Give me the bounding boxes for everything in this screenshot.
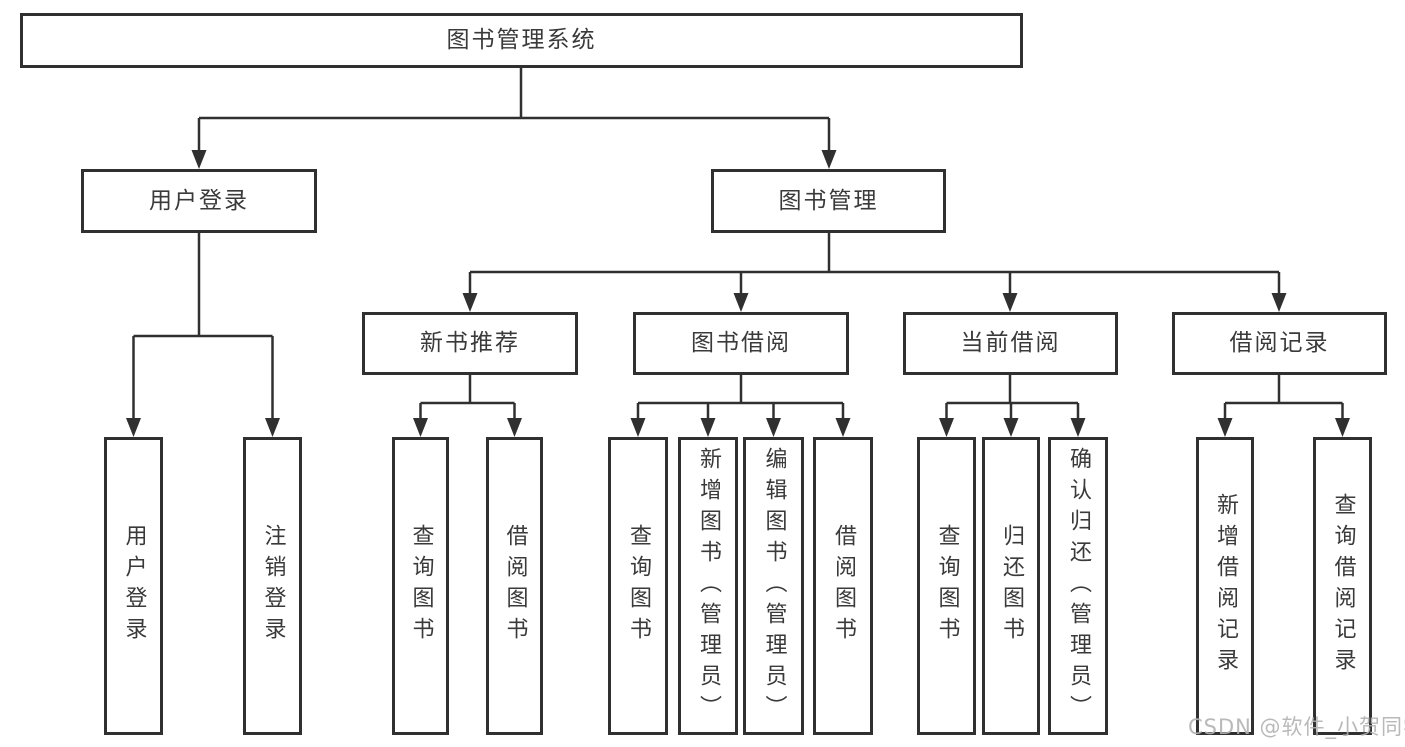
leaf-query-books-borrowing: 查询图书 xyxy=(608,437,668,735)
node-label: 借阅图书 xyxy=(831,524,856,648)
node-label: 用户登录 xyxy=(149,187,249,214)
leaf-borrow-books-borrowing: 借阅图书 xyxy=(813,437,873,735)
leaf-add-borrow-record: 新增借阅记录 xyxy=(1196,437,1254,735)
node-label: 当前借阅 xyxy=(960,330,1061,356)
leaf-query-borrow-record: 查询借阅记录 xyxy=(1313,437,1372,735)
node-label: 查询图书 xyxy=(934,524,960,648)
leaf-query-books-recommend: 查询图书 xyxy=(392,437,449,735)
leaf-confirm-return-admin: 确认归还（管理员） xyxy=(1048,437,1108,735)
leaf-borrow-books-recommend: 借阅图书 xyxy=(486,437,543,735)
node-label: 借阅图书 xyxy=(502,524,528,648)
connector-new-book-to-leaves xyxy=(413,375,522,437)
node-label: 新增借阅记录 xyxy=(1213,493,1238,679)
connector-current-borrowing-to-leaves xyxy=(939,375,1086,437)
node-label: 用户登录 xyxy=(121,524,147,648)
connector-root-to-level2 xyxy=(191,68,837,169)
leaf-user-login: 用户登录 xyxy=(104,437,163,735)
leaf-add-book-admin: 新增图书（管理员） xyxy=(678,437,738,735)
node-label: 图书管理系统 xyxy=(446,27,597,53)
connector-book-management-to-level3 xyxy=(462,233,1287,312)
node-label: 新增图书（管理员） xyxy=(696,446,721,726)
node-label: 图书管理 xyxy=(778,187,879,214)
leaf-query-books-current: 查询图书 xyxy=(917,437,976,735)
node-label: 编辑图书（管理员） xyxy=(761,446,787,726)
node-book-borrowing: 图书借阅 xyxy=(633,312,849,375)
node-current-borrowing: 当前借阅 xyxy=(903,312,1118,375)
connector-borrowing-records-to-leaves xyxy=(1217,375,1350,437)
node-label: 新书推荐 xyxy=(420,330,520,356)
node-label: 确认归还（管理员） xyxy=(1066,446,1091,726)
node-user-login: 用户登录 xyxy=(81,169,317,233)
node-label: 查询图书 xyxy=(408,524,434,648)
connector-book-borrowing-to-leaves xyxy=(630,375,851,437)
node-label: 注销登录 xyxy=(260,524,286,648)
node-new-book-recommendation: 新书推荐 xyxy=(362,312,578,375)
leaf-edit-book-admin: 编辑图书（管理员） xyxy=(743,437,804,735)
node-borrowing-records: 借阅记录 xyxy=(1172,312,1387,375)
node-label: 图书借阅 xyxy=(691,330,791,356)
connector-user-login-to-leaves xyxy=(126,233,280,437)
node-library-management-system: 图书管理系统 xyxy=(20,13,1023,68)
node-book-management: 图书管理 xyxy=(711,169,946,233)
node-label: 借阅记录 xyxy=(1229,330,1330,356)
node-label: 查询借阅记录 xyxy=(1330,493,1356,679)
leaf-return-books: 归还图书 xyxy=(982,437,1040,735)
csdn-watermark: CSDN @软件_小贺同学 xyxy=(1188,715,1405,739)
node-label: 归还图书 xyxy=(999,524,1024,648)
leaf-logout: 注销登录 xyxy=(243,437,302,735)
node-label: 查询图书 xyxy=(626,524,651,648)
